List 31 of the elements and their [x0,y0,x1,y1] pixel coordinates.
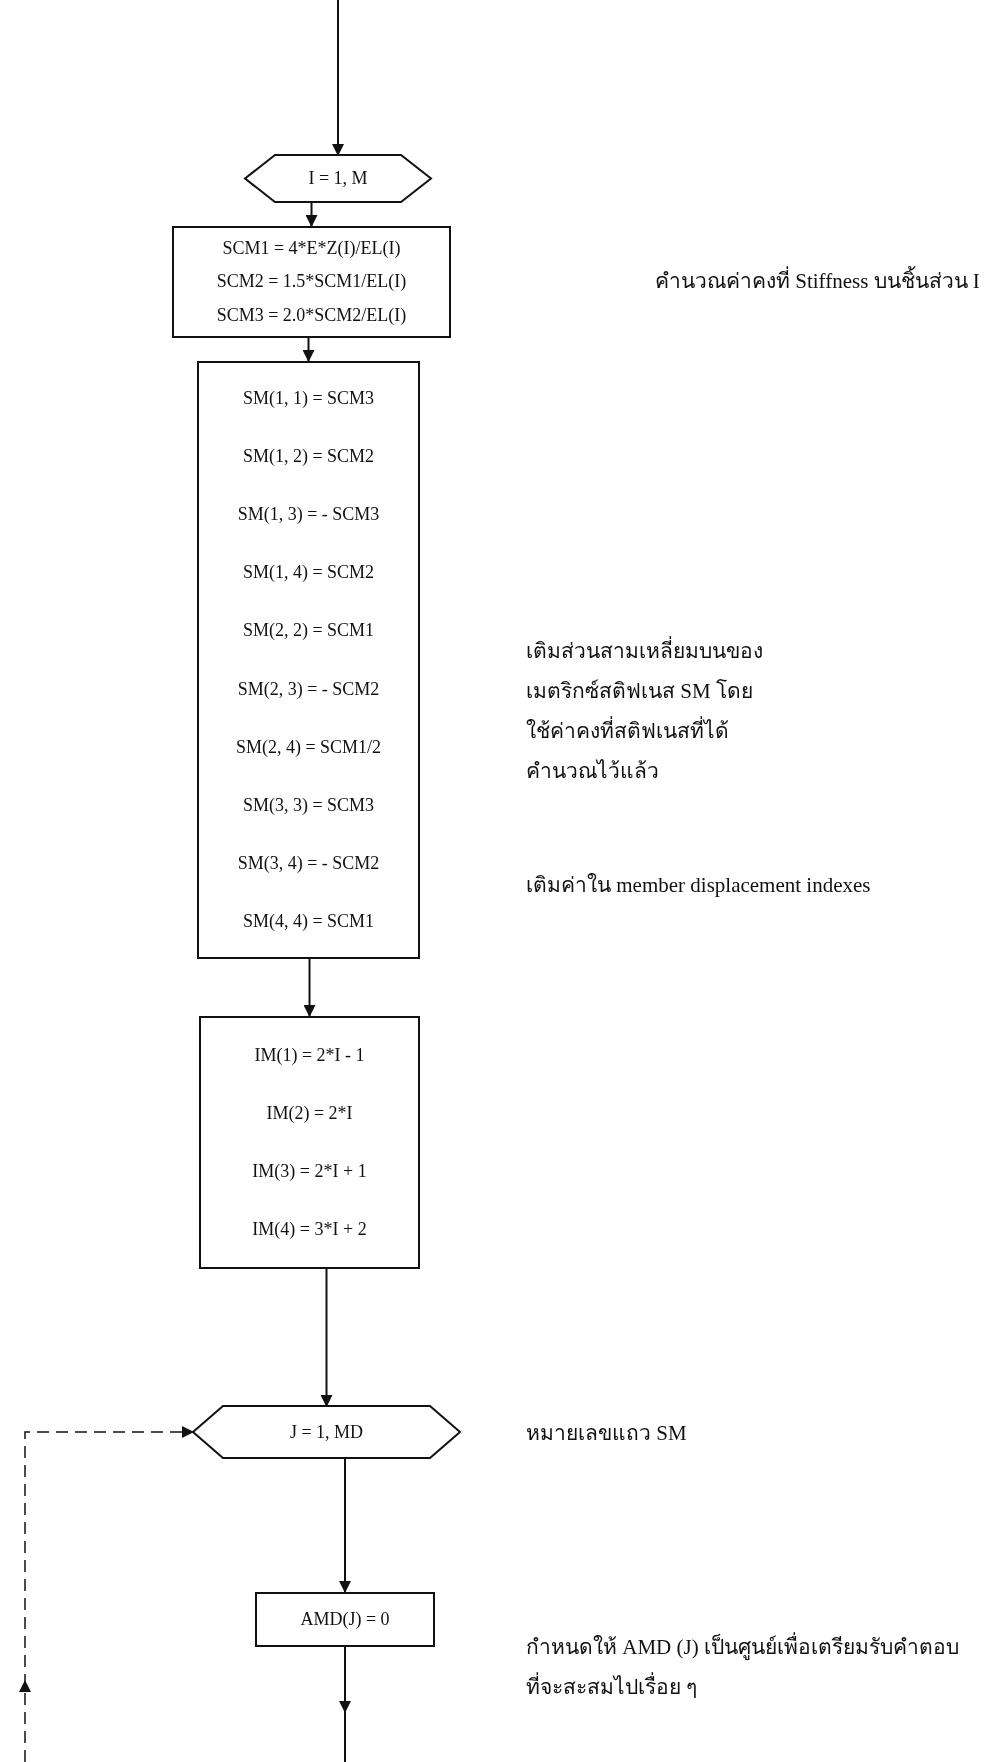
annotation-text: เติมค่าใน member displacement indexes [526,872,872,899]
annotation-text: หมายเลขแถว SM [526,1420,688,1447]
formula-text: SM(1, 2) = SCM2 [242,445,375,467]
loop-hexagon [193,1406,460,1458]
formula-text: IM(4) = 3*I + 2 [252,1219,367,1241]
annotation-text: เติมส่วนสามเหลี่ยมบนของเมตริกซ์สติฟเนส SM โดยใช้ค่าคงที่สติฟเนสที่ได้คำนวณไว้แล้ว [526,632,766,792]
formula-text: SCM1 = 4*E*Z(I)/EL(I) [222,238,401,260]
process-box [255,1592,435,1647]
formula-text: SM(3, 3) = SCM3 [242,794,375,816]
formula-text: SM(2, 4) = SCM1/2 [235,736,382,758]
process-box [199,1016,420,1269]
formula-text: IM(1) = 2*I - 1 [254,1044,365,1066]
formula-text: SM(4, 4) = SCM1 [242,911,375,933]
formula-text: I = 1, M [308,168,368,189]
loop-hexagon [245,155,431,202]
formula-text: J = 1, MD [289,1421,364,1443]
formula-text: IM(2) = 2*I [266,1102,353,1124]
formula-text: SM(3, 4) = - SCM2 [237,853,380,875]
formula-text: SM(1, 1) = SCM3 [242,387,375,409]
formula-text: SM(1, 4) = SCM2 [242,562,375,584]
formula-text: AMD(J) = 0 [300,1609,390,1630]
annotation-text: กำหนดให้ AMD (J) เป็นศูนย์เพื่อเตรียมรับคำตอบที่จะสะสมไปเรื่อย ๆ [526,1628,971,1708]
process-box [172,226,451,338]
formula-text: IM(3) = 2*I + 1 [252,1161,367,1183]
annotation-text: คำนวณค่าคงที่ Stiffness บนชิ้นส่วน I [655,262,995,302]
formula-text: SM(1, 3) = - SCM3 [237,503,380,525]
formula-text: SM(2, 3) = - SCM2 [237,678,380,700]
process-box [197,361,420,959]
formula-text: SM(2, 2) = SCM1 [242,620,375,642]
formula-text: SCM3 = 2.0*SCM2/EL(I) [216,304,407,326]
formula-text: SCM2 = 1.5*SCM1/EL(I) [216,271,407,293]
